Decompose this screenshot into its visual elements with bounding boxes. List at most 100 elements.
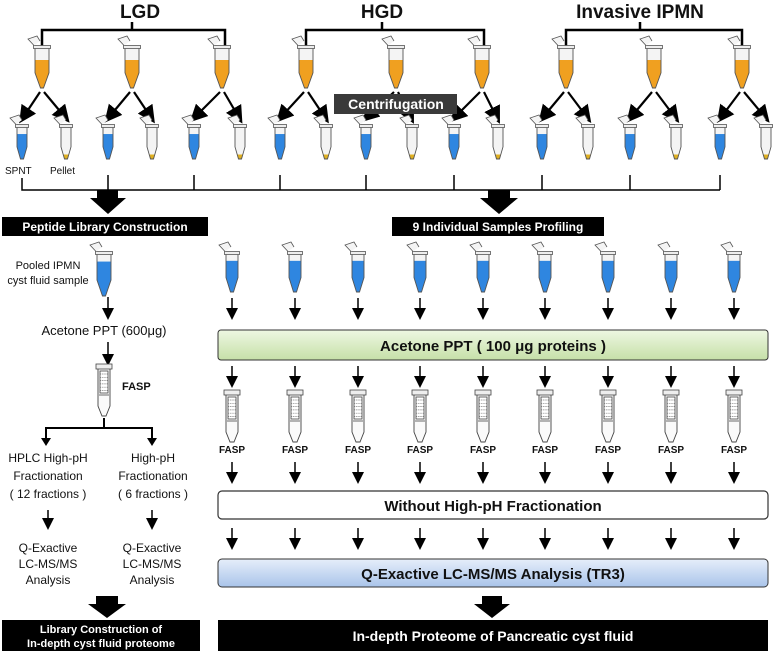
group-brackets — [40, 22, 744, 48]
qexactive-box — [217, 558, 769, 588]
left-branch-lines — [45, 418, 153, 440]
left-footer-line1: Library Construction of — [40, 624, 163, 636]
right-fasp-filter-icons — [223, 389, 743, 443]
orange-sample-tube — [551, 35, 575, 89]
fasp-filter-icon — [662, 389, 680, 443]
fraction-tubes — [9, 114, 773, 160]
arrows-to-without-box — [226, 462, 740, 484]
split-arrow-left — [276, 91, 305, 123]
orange-sample-tube — [291, 35, 315, 89]
big-arrow-left-2 — [88, 596, 126, 618]
arrows-to-qexactive — [226, 528, 740, 550]
orange-sample-tube — [27, 35, 51, 89]
hplc-line2: Fractionation — [13, 469, 82, 483]
split-arrow-left — [189, 91, 221, 123]
acetone-box-label: Acetone PPT ( 100 μg proteins ) — [380, 338, 606, 355]
fasp-label: FASP — [595, 445, 621, 456]
arrows-to-acetone — [226, 298, 740, 320]
centrifugation-badge — [334, 94, 457, 114]
spnt-tube — [267, 114, 287, 160]
qexactive-left1-line3: Analysis — [26, 573, 71, 587]
qexactive-left2-line1: Q-Exactive — [123, 541, 182, 555]
spnt-tube — [441, 114, 461, 160]
collection-lines — [21, 175, 721, 191]
sample-tubes-orange — [27, 35, 751, 89]
pooled-sample-line2: cyst fluid sample — [7, 275, 88, 287]
split-arrow-left — [716, 91, 741, 124]
left-fasp-label: FASP — [122, 381, 151, 393]
individual-sample-tube — [469, 241, 491, 293]
fasp-label: FASP — [532, 445, 558, 456]
fasp-label: FASP — [470, 445, 496, 456]
pellet-tube — [485, 114, 505, 160]
split-arrow-right — [133, 91, 155, 124]
qexactive-left2-line3: Analysis — [130, 573, 175, 587]
individual-sample-tubes — [218, 241, 742, 293]
hplc-line1: HPLC High-pH — [8, 451, 87, 465]
orange-sample-tube — [727, 35, 751, 89]
fasp-filter-icon — [725, 389, 743, 443]
fasp-label: FASP — [345, 445, 371, 456]
individual-sample-tube — [594, 241, 616, 293]
fasp-filter-icon — [536, 389, 554, 443]
spnt-tube — [617, 114, 637, 160]
highph-line1: High-pH — [131, 451, 175, 465]
left-branch-arrowhead-1 — [41, 438, 51, 446]
pooled-sample-line1: Pooled IPMN — [16, 260, 81, 272]
split-arrow-right — [483, 91, 500, 124]
pellet-tube — [753, 114, 773, 160]
fasp-filter-icon — [286, 389, 304, 443]
split-arrow-right — [43, 91, 70, 123]
group-label-hgd: HGD — [361, 2, 403, 23]
pooled-sample-tube — [89, 241, 113, 297]
split-arrow-right — [743, 91, 770, 123]
individual-sample-tube — [720, 241, 742, 293]
individual-sample-tube — [406, 241, 428, 293]
qexactive-left2-line2: LC-MS/MS — [123, 557, 182, 571]
spnt-tube — [95, 114, 115, 160]
spnt-tube — [707, 114, 727, 160]
orange-sample-tube — [117, 35, 141, 89]
qexactive-left1-line2: LC-MS/MS — [19, 557, 78, 571]
left-footer-line2: In-depth cyst fluid proteome — [27, 638, 175, 650]
orange-sample-tube — [639, 35, 663, 89]
left-fasp-filter-icon — [95, 363, 113, 417]
individual-sample-tube — [344, 241, 366, 293]
qexactive-box-label: Q-Exactive LC-MS/MS Analysis (TR3) — [361, 566, 625, 583]
orange-sample-tube — [467, 35, 491, 89]
acetone-box — [217, 329, 769, 361]
right-header: 9 Individual Samples Profiling — [413, 220, 584, 234]
pellet-tube — [139, 114, 159, 160]
individual-sample-tube — [281, 241, 303, 293]
split-arrow-left — [19, 91, 41, 124]
fasp-filter-icon — [223, 389, 241, 443]
highph-line3: ( 6 fractions ) — [118, 487, 188, 501]
spnt-tube — [353, 114, 373, 160]
individual-sample-tube — [531, 241, 553, 293]
fasp-label: FASP — [282, 445, 308, 456]
fasp-label: FASP — [658, 445, 684, 456]
spnt-label: SPNT — [5, 166, 32, 177]
big-arrow-right-1 — [480, 190, 518, 214]
arrows-to-fasp — [226, 366, 740, 388]
pooled-blue-tube — [89, 241, 113, 297]
individual-sample-tube — [218, 241, 240, 293]
left-acetone-label: Acetone PPT (600μg) — [41, 323, 166, 338]
without-fractionation-box — [217, 490, 769, 520]
split-arrow-right — [567, 91, 592, 124]
group-label-lgd: LGD — [120, 2, 160, 23]
big-arrow-right-2 — [474, 596, 510, 618]
left-header: Peptide Library Construction — [22, 220, 187, 234]
pellet-tube — [399, 114, 419, 160]
fasp-filter-icon — [349, 389, 367, 443]
left-header-bar — [2, 217, 208, 236]
highph-line2: Fractionation — [118, 469, 187, 483]
hplc-line3: ( 12 fractions ) — [10, 487, 87, 501]
pellet-tube — [313, 114, 333, 160]
right-footer-bar — [218, 620, 768, 651]
fasp-filter-icon — [95, 363, 113, 417]
fasp-label: FASP — [721, 445, 747, 456]
orange-sample-tube — [207, 35, 231, 89]
centrifugation-label: Centrifugation — [348, 96, 444, 112]
